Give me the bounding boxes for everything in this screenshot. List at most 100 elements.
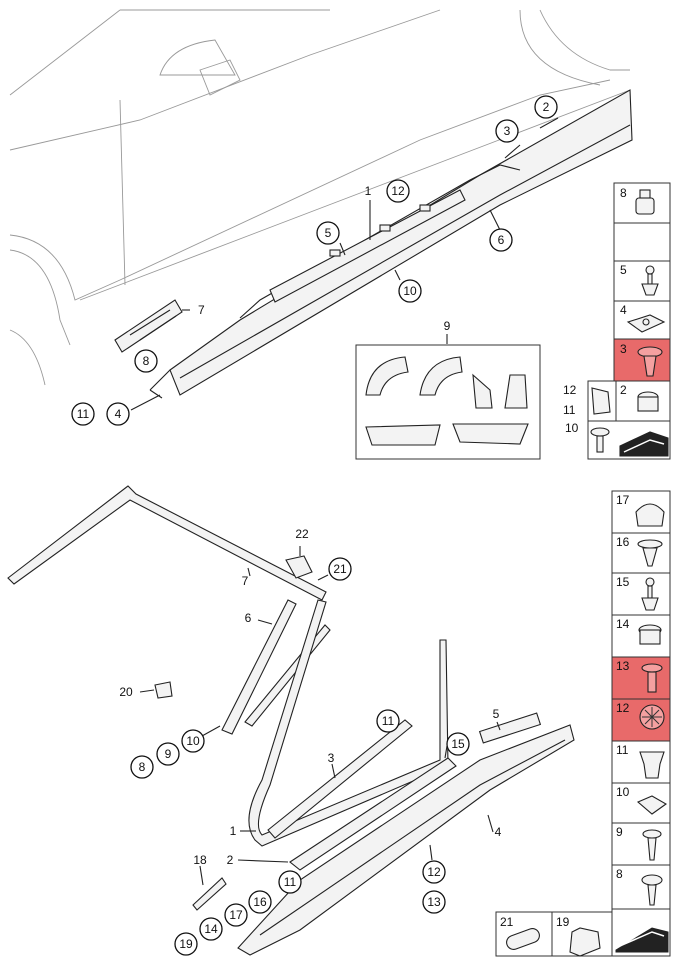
svg-text:12: 12	[616, 701, 630, 715]
spring-nut-icon-b	[636, 795, 668, 815]
svg-text:10: 10	[403, 284, 417, 298]
label-3-bottom: 3	[328, 751, 335, 765]
label-5-bottom: 5	[493, 707, 500, 721]
svg-text:15: 15	[616, 575, 630, 589]
small-parts-bottom	[154, 555, 313, 911]
svg-text:17: 17	[229, 908, 243, 922]
grommet-icon	[637, 391, 659, 412]
callout-10-bottom: 10	[181, 729, 205, 753]
screw-rivet-icon	[641, 265, 659, 296]
callout-8-bottom: 8	[130, 755, 154, 779]
callout-11-top: 11	[71, 402, 95, 426]
callout-12-bottom: 12	[422, 860, 446, 884]
callout-17-bottom: 17	[224, 903, 248, 927]
svg-text:8: 8	[139, 760, 146, 774]
svg-text:14: 14	[616, 617, 630, 631]
callout-3-top: 3	[495, 119, 519, 143]
callout-11-bottom-a: 11	[376, 709, 400, 733]
svg-text:9: 9	[616, 825, 623, 839]
label-18: 18	[193, 853, 207, 867]
svg-text:2: 2	[620, 383, 627, 397]
label-1-top: 1	[365, 184, 372, 198]
washer-screw-icon	[590, 427, 610, 453]
callout-19-bottom: 19	[174, 932, 198, 956]
svg-text:3: 3	[504, 124, 511, 138]
label-7-top: 7	[198, 303, 205, 317]
clip-strip-icon	[569, 927, 601, 957]
svg-text:2: 2	[543, 100, 550, 114]
svg-text:10: 10	[565, 421, 579, 435]
svg-text:21: 21	[500, 915, 514, 929]
rivet-pin-icon	[641, 663, 663, 693]
callout-6-top: 6	[489, 228, 513, 252]
svg-text:4: 4	[620, 303, 627, 317]
callout-11-bottom-b: 11	[278, 870, 302, 894]
car-body-outline	[9, 9, 631, 386]
svg-text:8: 8	[143, 354, 150, 368]
svg-text:13: 13	[427, 895, 441, 909]
svg-text:15: 15	[451, 737, 465, 751]
svg-text:21: 21	[333, 562, 347, 576]
label-2-bottom: 2	[227, 853, 234, 867]
svg-text:11: 11	[284, 875, 297, 889]
svg-text:6: 6	[498, 233, 505, 247]
part-9-inset: 9	[355, 319, 541, 460]
windshield-frame-seal	[7, 485, 327, 601]
callout-12-top: 12	[386, 179, 410, 203]
svg-text:16: 16	[616, 535, 630, 549]
washer-screw-icon-b	[641, 874, 663, 906]
svg-text:11: 11	[563, 403, 576, 417]
arrow-icon-b	[615, 927, 669, 953]
arrow-icon	[619, 431, 669, 457]
cap-icon	[635, 503, 665, 527]
svg-text:14: 14	[204, 922, 218, 936]
label-1-bottom: 1	[230, 824, 237, 838]
callout-10-top: 10	[398, 279, 422, 303]
grommet-icon-b	[638, 624, 662, 645]
fir-tree-clip-icon	[639, 751, 665, 779]
svg-text:4: 4	[115, 407, 122, 421]
callout-2-top: 2	[534, 95, 558, 119]
callout-9-bottom: 9	[156, 742, 180, 766]
top-fastener-sidebar: 8 5 4 3 12 11 2 10	[563, 182, 671, 460]
sidebar-cell-13-highlight	[611, 656, 671, 700]
spring-nut-icon	[626, 314, 666, 333]
svg-text:19: 19	[556, 915, 570, 929]
callout-5-top: 5	[316, 221, 340, 245]
svg-text:5: 5	[620, 263, 627, 277]
svg-text:11: 11	[77, 407, 90, 421]
svg-text:12: 12	[563, 383, 577, 397]
clip-icon	[591, 387, 611, 415]
side-sill-bottom	[237, 712, 575, 956]
callout-13-bottom: 13	[422, 890, 446, 914]
sidebar-cell-8-b	[611, 864, 671, 910]
callout-21-bottom: 21	[328, 557, 352, 581]
svg-text:9: 9	[165, 747, 172, 761]
svg-text:10: 10	[616, 785, 630, 799]
label-20: 20	[119, 685, 133, 699]
label-4-bottom: 4	[495, 825, 502, 839]
label-6-bottom: 6	[245, 611, 252, 625]
leader-lines-top	[130, 117, 559, 411]
tapping-screw-icon	[642, 829, 662, 861]
svg-text:8: 8	[616, 867, 623, 881]
callout-14-bottom: 14	[199, 917, 223, 941]
spreading-rivet-icon	[639, 704, 665, 730]
screw-rivet-icon-b	[641, 577, 659, 611]
svg-text:5: 5	[325, 226, 332, 240]
svg-text:12: 12	[391, 184, 405, 198]
svg-text:11: 11	[616, 743, 629, 757]
plug-cap-icon	[635, 189, 655, 215]
svg-text:3: 3	[620, 342, 627, 356]
sidebar-cell-5	[613, 260, 671, 302]
svg-text:16: 16	[253, 895, 267, 909]
bracket-7-top	[114, 299, 183, 353]
label-7-bottom: 7	[242, 574, 249, 588]
svg-text:19: 19	[179, 937, 193, 951]
label-9: 9	[444, 319, 451, 333]
door-seal-loop	[248, 599, 449, 847]
bottom-fastener-sidebar: 17 16 15 14 13 12 11 10 9 8 21	[495, 490, 671, 957]
callout-4-top: 4	[106, 402, 130, 426]
